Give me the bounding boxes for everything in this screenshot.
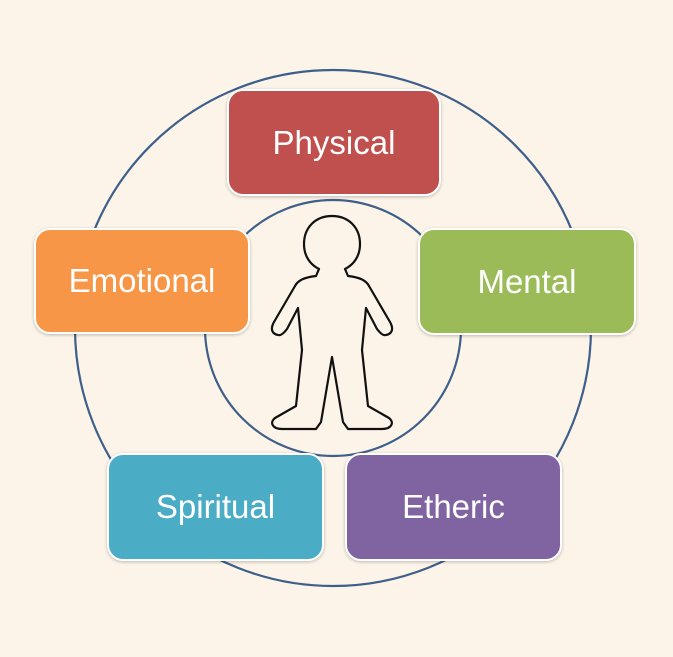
human-figure-outline-icon: [270, 214, 394, 431]
spiritual-box: Spiritual: [107, 453, 324, 561]
spiritual-label: Spiritual: [155, 488, 276, 525]
emotional-label: Emotional: [68, 262, 216, 299]
emotional-box: Emotional: [34, 228, 250, 334]
physical-box: Physical: [227, 89, 441, 196]
mental-label: Mental: [477, 262, 577, 300]
mental-box: Mental: [418, 228, 636, 335]
etheric-box: Etheric: [345, 453, 562, 561]
physical-label: Physical: [272, 123, 396, 161]
etheric-label: Etheric: [402, 488, 505, 525]
